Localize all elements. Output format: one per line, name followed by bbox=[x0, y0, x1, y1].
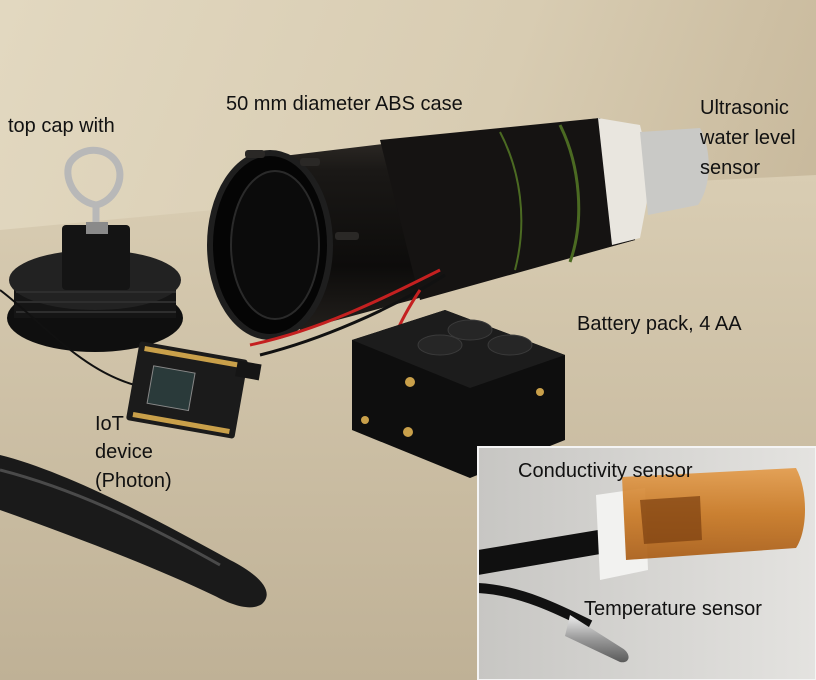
case-clips bbox=[245, 150, 359, 240]
wire-antenna bbox=[0, 289, 136, 386]
ultrasonic-cylinder bbox=[640, 128, 709, 215]
wire-black-1 bbox=[259, 273, 446, 357]
case-opening-inner bbox=[230, 170, 320, 320]
antenna bbox=[0, 455, 267, 608]
eye-bolt-nut bbox=[86, 222, 108, 234]
label-ultrasonic-line2: water level bbox=[700, 127, 796, 149]
sensor-inset bbox=[478, 447, 816, 680]
label-iot-line3: (Photon) bbox=[95, 470, 172, 492]
case-ring-green-2 bbox=[499, 131, 523, 271]
battery-cells bbox=[417, 319, 533, 356]
conductivity-cable bbox=[478, 528, 612, 575]
label-case: 50 mm diameter ABS case bbox=[226, 93, 463, 115]
photon-pins bbox=[132, 346, 242, 434]
photon-module bbox=[146, 365, 196, 412]
case-ring-green bbox=[558, 124, 581, 263]
label-temperature: Temperature sensor bbox=[584, 598, 762, 620]
wire-red-1 bbox=[249, 268, 441, 347]
conductivity-probe bbox=[640, 496, 702, 544]
label-iot-line1: IoT bbox=[95, 413, 124, 435]
label-conductivity: Conductivity sensor bbox=[518, 460, 693, 482]
temperature-probe bbox=[565, 615, 629, 663]
label-iot-line2: device bbox=[95, 441, 153, 463]
antenna-highlight bbox=[0, 468, 221, 567]
sensor-inset-border bbox=[477, 446, 816, 680]
label-battery: Battery pack, 4 AA bbox=[577, 313, 742, 335]
top-cap-block bbox=[62, 225, 130, 290]
ultrasonic-nut bbox=[598, 118, 652, 245]
battery-contacts bbox=[361, 377, 544, 437]
top-cap-thread-lines bbox=[16, 291, 176, 313]
photon-header bbox=[235, 360, 262, 381]
label-top-cap: top cap with bbox=[8, 115, 115, 137]
label-ultrasonic-line1: Ultrasonic bbox=[700, 97, 789, 119]
temperature-cable bbox=[478, 583, 593, 630]
label-ultrasonic-line3: sensor bbox=[700, 157, 761, 179]
